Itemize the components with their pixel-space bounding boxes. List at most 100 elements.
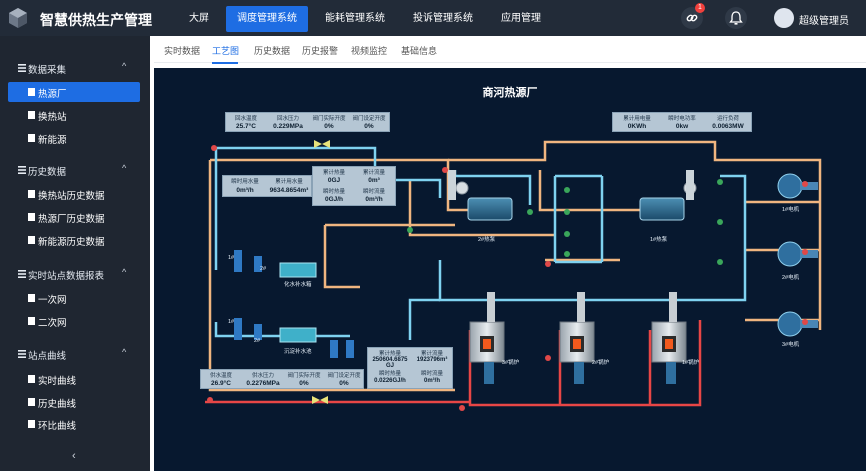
list-icon: [18, 166, 26, 174]
sidebar-item-newenergy-history[interactable]: 新能源历史数据: [8, 230, 140, 250]
flow-total-heat-label: 累计热量: [322, 170, 345, 176]
app-title: 智慧供热生产管理: [40, 12, 152, 28]
sidebar-group-label: 实时站点数据报表: [28, 271, 105, 282]
pump-2-label: 2#电机: [782, 275, 800, 281]
power-instant-label: 瞬时电功率: [668, 116, 696, 122]
flow-instant-flow-label: 瞬时流量: [362, 189, 385, 195]
supply-valve-set-value: 0%: [339, 380, 349, 387]
tab-history[interactable]: 历史数据: [254, 46, 291, 56]
pump-1-label: 1#电机: [782, 207, 800, 213]
sidebar-item-source-history[interactable]: 热源厂历史数据: [8, 207, 140, 227]
flow-total-flow-label: 累计流量: [362, 170, 385, 176]
sidebar-group-label: 数据采集: [28, 65, 67, 76]
sediment-tank: [279, 327, 317, 343]
sidebar-item-label: 换热站: [38, 112, 67, 123]
collapse-sidebar-icon[interactable]: ‹: [72, 450, 76, 462]
nav-dispatch[interactable]: 调度管理系统: [226, 6, 308, 32]
flow-heat-box: 累计热量 0GJ 累计流量 0m³ 瞬时热量 0GJ/h 瞬时流量 0m³/h: [312, 166, 396, 206]
sidebar-group-realtime-report[interactable]: 实时站点数据报表 ^: [0, 264, 150, 284]
sidebar-group-curves[interactable]: 站点曲线 ^: [0, 344, 150, 364]
return-water-box: 回水温度 25.7°C 回水压力 0.229MPa 阀门实际开度 0% 阀门设定…: [225, 112, 390, 132]
flow-instant-heat-label: 瞬时热量: [322, 189, 345, 195]
heat-meter-box: 累计热量 250604.6875 GJ 累计流量 1923796m³ 瞬时热量 …: [367, 347, 453, 389]
bell-button[interactable]: [725, 7, 747, 29]
flow-instant-flow-value: 0m³/h: [365, 196, 383, 203]
heat-pump-1: [639, 170, 697, 221]
sidebar-item-new-energy[interactable]: 新能源: [8, 128, 140, 148]
document-icon: [28, 375, 35, 383]
sidebar-item-label: 热源厂历史数据: [38, 214, 105, 225]
sidebar-item-label: 二次网: [38, 318, 67, 329]
tab-process-diagram[interactable]: 工艺图: [212, 46, 240, 56]
sidebar-item-ratio-curve[interactable]: 环比曲线: [8, 414, 140, 434]
makeup-water-tank: [279, 262, 317, 278]
supply-valve-actual-value: 0%: [299, 380, 309, 387]
heat-instant-value: 0.0226GJ/h: [374, 378, 406, 384]
makeup-total-label: 累计用水量: [275, 179, 303, 185]
heat-total-label: 累计热量: [378, 351, 401, 357]
sidebar-item-label: 环比曲线: [38, 421, 77, 432]
document-icon: [28, 294, 35, 302]
document-icon: [28, 134, 35, 142]
tab-bar: 实时数据 工艺图 历史数据 历史报警 视频监控 基础信息: [154, 36, 866, 63]
sidebar-item-exchange-history[interactable]: 换热站历史数据: [8, 184, 140, 204]
sidebar-item-heat-source[interactable]: 热源厂: [8, 82, 140, 102]
indicator-dots: [407, 179, 723, 265]
diagram-title: 商河热源厂: [482, 87, 538, 99]
return-pressure-label: 回水压力: [276, 116, 299, 122]
heat-total-value: 250604.6875 GJ: [372, 357, 408, 369]
pump-2: [777, 241, 818, 267]
power-box: 累计用电量 0KWh 瞬时电功率 0kw 运行负荷 0.0063MW: [612, 112, 752, 132]
sidebar-item-realtime-curve[interactable]: 实时曲线: [8, 369, 140, 389]
supply-pressure-label: 供水压力: [251, 373, 274, 379]
sidebar-item-history-curve[interactable]: 历史曲线: [8, 392, 140, 412]
link-icon: [686, 14, 698, 22]
top-bar: 智慧供热生产管理 大屏 调度管理系统 能耗管理系统 投诉管理系统 应用管理 1 …: [0, 0, 866, 36]
nav-energy[interactable]: 能耗管理系统: [325, 13, 385, 24]
makeup-instant-value: 0m³/h: [236, 187, 254, 194]
user-name[interactable]: 超级管理员: [799, 16, 849, 27]
makeup-instant-label: 瞬时用水量: [231, 179, 259, 185]
boiler-2-label: 2#锅炉: [592, 360, 610, 366]
document-icon: [28, 213, 35, 221]
return-pressure-value: 0.229MPa: [273, 123, 303, 130]
flow-instant-heat-value: 0GJ/h: [324, 196, 344, 203]
logo-cube-icon: [9, 8, 27, 28]
nav-complaint[interactable]: 投诉管理系统: [413, 13, 473, 24]
sidebar-item-label: 换热站历史数据: [38, 191, 105, 202]
document-icon: [28, 111, 35, 119]
list-icon: [18, 350, 26, 358]
nav-dashboard[interactable]: 大屏: [189, 13, 209, 24]
tab-realtime[interactable]: 实时数据: [164, 46, 201, 56]
list-icon: [18, 64, 26, 72]
chevron-up-icon: ^: [122, 347, 127, 357]
makeup-total-value: 9634.8654m³: [269, 187, 309, 194]
avatar[interactable]: [774, 8, 794, 28]
sidebar-item-exchange-station[interactable]: 换热站: [8, 105, 140, 125]
sidebar: 数据采集 ^ 热源厂 换热站 新能源 历史数据 ^ 换热站历史数据 热源厂历史数…: [0, 36, 150, 471]
power-total-value: 0KWh: [627, 123, 647, 130]
sidebar-item-label: 实时曲线: [38, 376, 77, 387]
sidebar-item-secondary-net[interactable]: 二次网: [8, 311, 140, 331]
pump-1: [777, 173, 818, 199]
power-load-label: 运行负荷: [716, 116, 739, 122]
sidebar-item-label: 历史曲线: [38, 399, 77, 410]
makeup-water-box: 瞬时用水量 0m³/h 累计用水量 9634.8654m³: [222, 175, 312, 197]
sidebar-group-data-collect[interactable]: 数据采集 ^: [0, 58, 150, 78]
tab-video[interactable]: 视频监控: [351, 46, 388, 56]
main-nav: 大屏 调度管理系统 能耗管理系统 投诉管理系统 应用管理: [178, 6, 558, 32]
pump-3: [777, 311, 818, 337]
chevron-up-icon: ^: [122, 61, 127, 71]
sidebar-item-primary-net[interactable]: 一次网: [8, 288, 140, 308]
sidebar-item-label: 一次网: [38, 295, 67, 306]
nav-apps[interactable]: 应用管理: [501, 13, 541, 24]
return-valve-actual-value: 0%: [324, 123, 334, 130]
sidebar-group-history[interactable]: 历史数据 ^: [0, 160, 150, 180]
sediment-pump-2-label: 2#: [254, 338, 261, 344]
tab-basic-info[interactable]: 基础信息: [401, 46, 438, 56]
boiler-3-label: 3#锅炉: [502, 360, 520, 366]
return-valve-set-label: 阀门设定开度: [352, 116, 386, 122]
tab-alarm-history[interactable]: 历史报警: [302, 46, 339, 56]
sidebar-group-label: 站点曲线: [28, 351, 67, 362]
